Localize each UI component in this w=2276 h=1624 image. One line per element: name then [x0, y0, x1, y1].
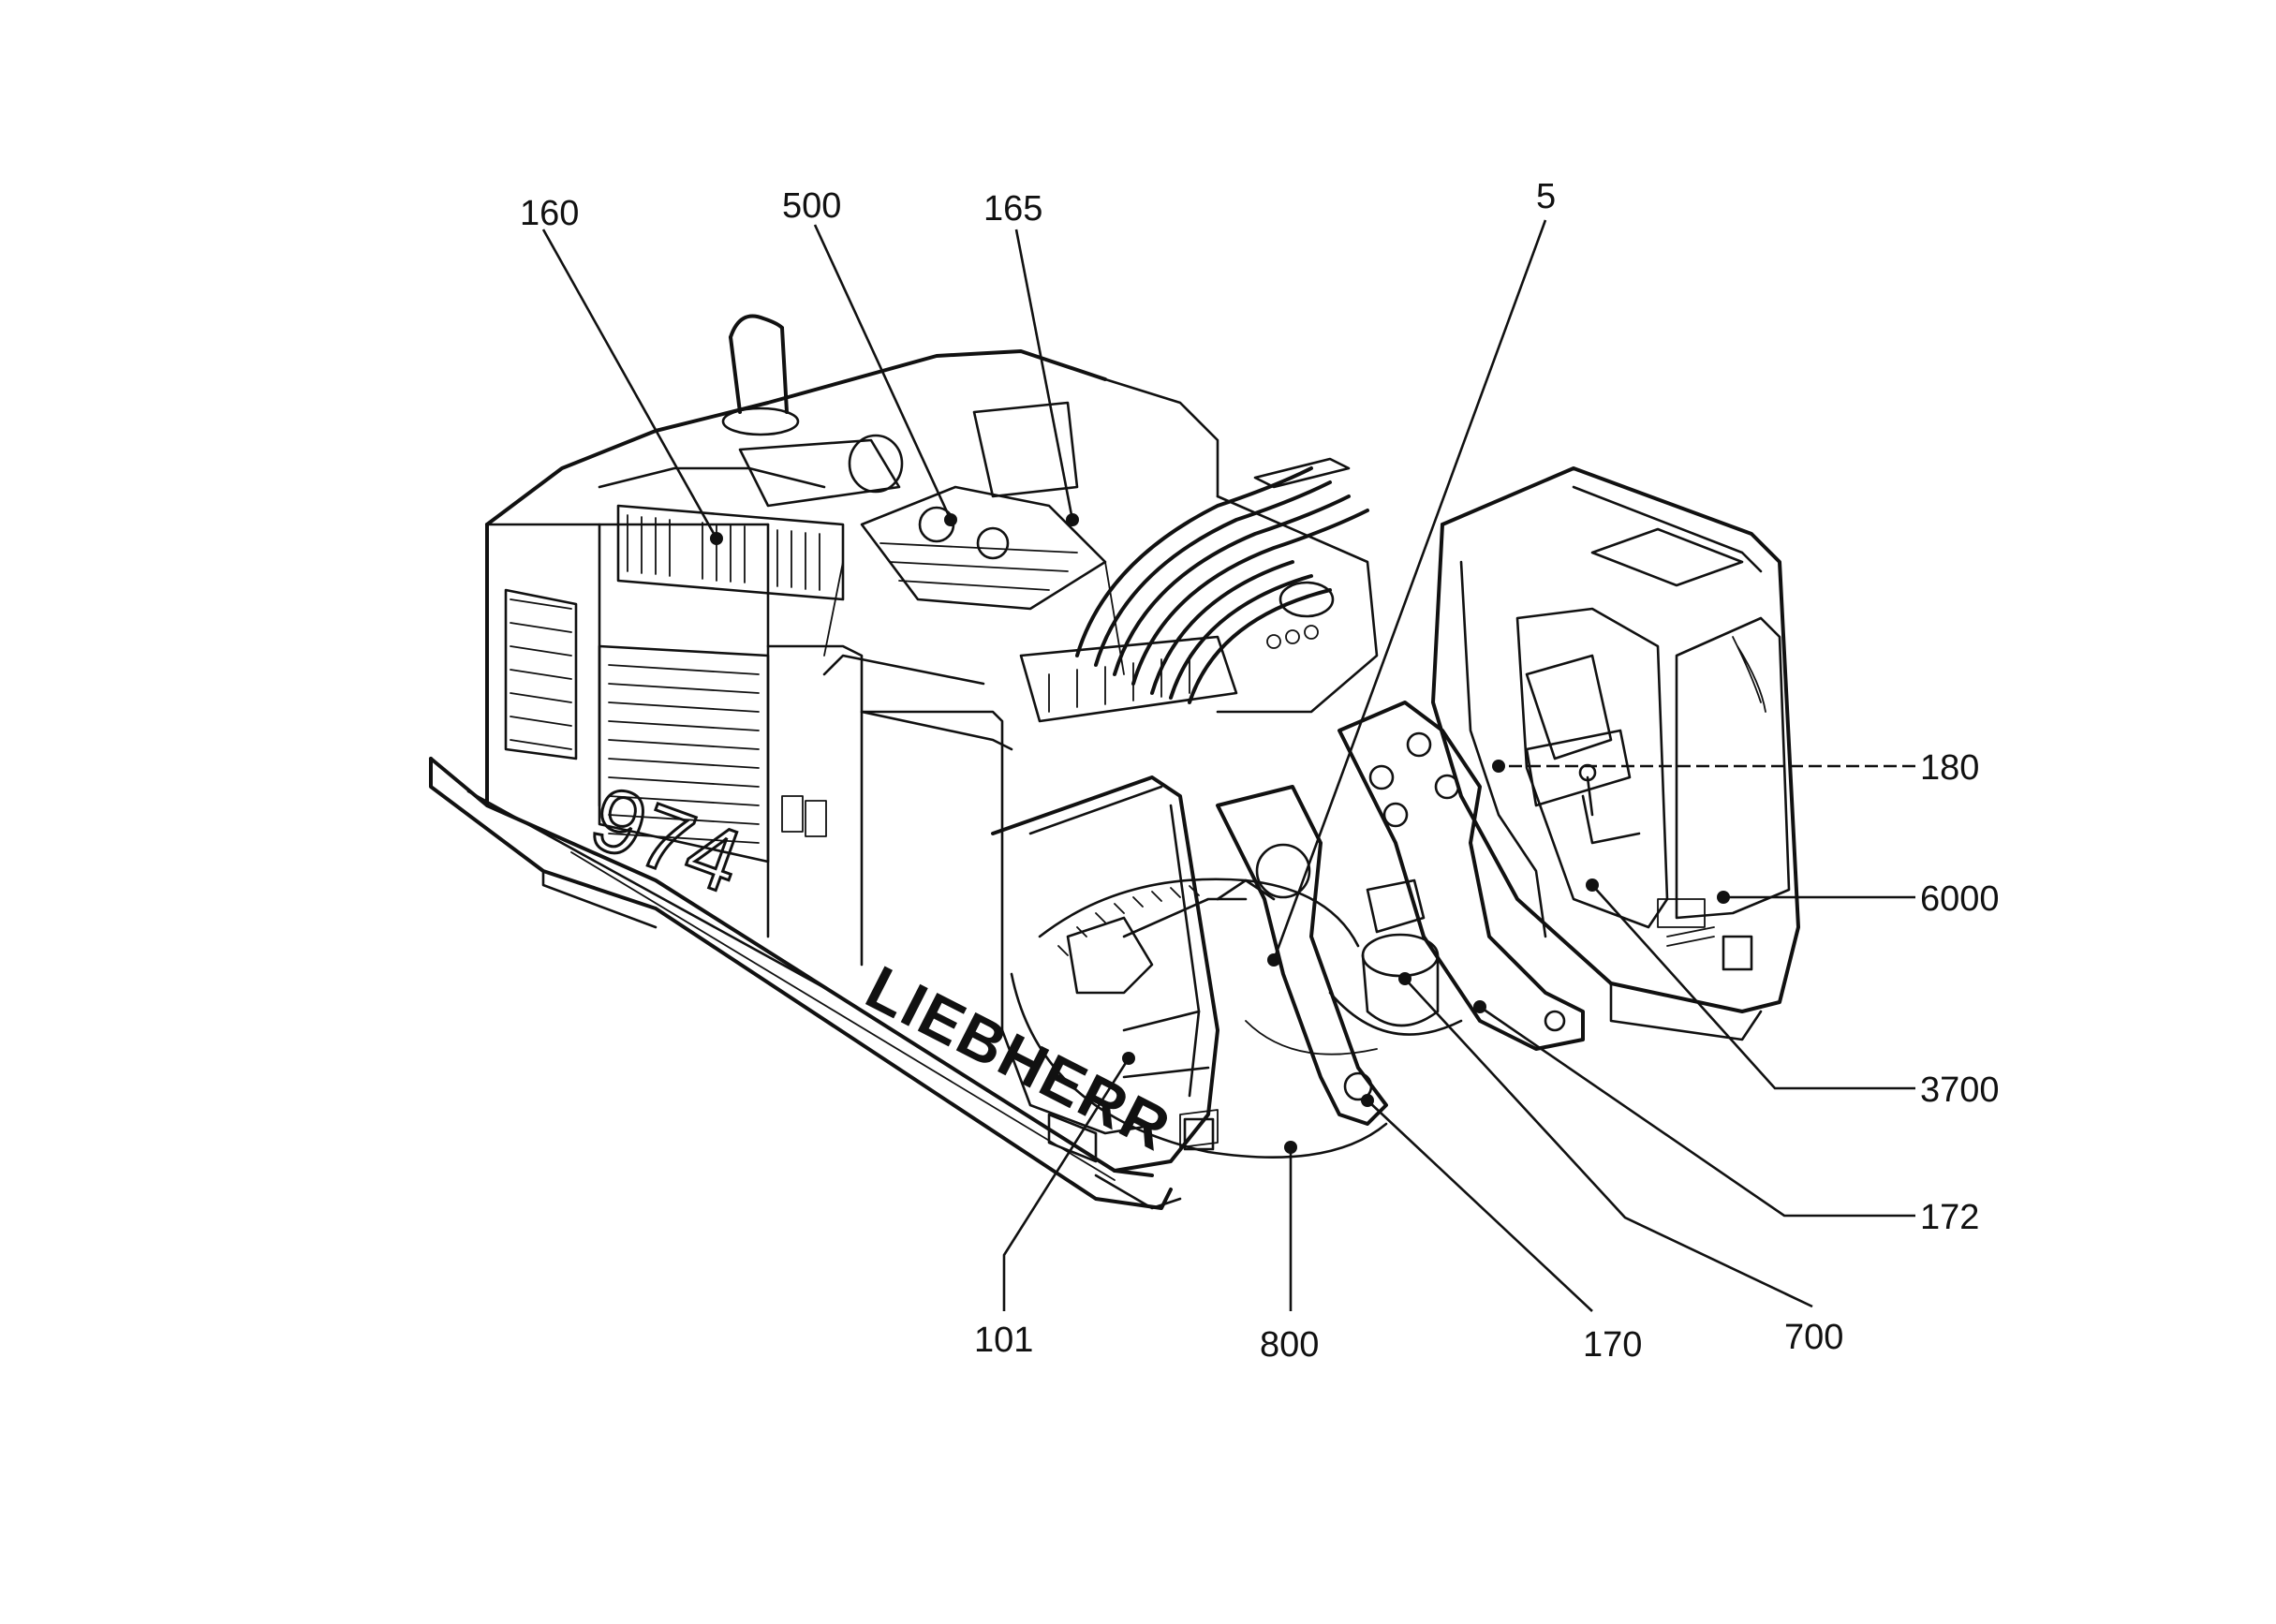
leader-170 — [1367, 1100, 1593, 1312]
anchor-165 — [1066, 513, 1079, 526]
anchor-700 — [1398, 972, 1411, 985]
anchor-160 — [710, 532, 723, 545]
front-frame — [991, 775, 1219, 1210]
callout-172: 172 — [1920, 1198, 1979, 1237]
leader-3700 — [1591, 884, 1915, 1090]
anchor-500 — [944, 513, 957, 526]
side-panel — [781, 654, 1013, 837]
top-louvres — [598, 466, 845, 601]
machine-illustration: LIEBHERR 974 — [429, 314, 1800, 1210]
callout-800: 800 — [1260, 1325, 1319, 1365]
anchor-170 — [1361, 1094, 1374, 1107]
callout-101: 101 — [974, 1321, 1033, 1360]
leader-165 — [1014, 229, 1074, 521]
anchor-5 — [1267, 953, 1280, 967]
radiator-grill — [598, 644, 770, 864]
operator-cab — [1431, 466, 1800, 1041]
anchor-3700 — [1586, 878, 1599, 892]
engine-housing — [429, 314, 1379, 1210]
callout-700: 700 — [1784, 1318, 1843, 1357]
engine-block — [823, 401, 1125, 675]
leader-5 — [1272, 219, 1547, 961]
anchor-800 — [1284, 1141, 1297, 1154]
callout-160: 160 — [520, 194, 579, 233]
anchor-6000 — [1717, 891, 1730, 904]
hydraulic-hose-bundle — [1075, 457, 1369, 704]
callout-500: 500 — [782, 186, 841, 226]
swing-drive — [1328, 878, 1463, 1036]
callout-180: 180 — [1920, 748, 1979, 788]
exhaust-pipe — [721, 314, 904, 508]
callout-170: 170 — [1583, 1325, 1642, 1365]
callout-5: 5 — [1536, 177, 1556, 216]
leader-lines — [541, 219, 1915, 1312]
leader-172 — [1479, 1005, 1915, 1218]
leader-700 — [1404, 978, 1813, 1308]
leader-160 — [541, 229, 718, 539]
callout-labels: 160 500 165 5 180 6000 3700 172 700 170 … — [520, 177, 2000, 1365]
callout-3700: 3700 — [1920, 1070, 2000, 1110]
anchor-101 — [1122, 1052, 1135, 1065]
front-step — [1000, 1028, 1219, 1163]
side-louvres — [504, 588, 578, 760]
callout-165: 165 — [983, 189, 1042, 229]
leader-500 — [813, 224, 953, 521]
callout-6000: 6000 — [1920, 879, 2000, 919]
anchor-172 — [1473, 1000, 1486, 1013]
hydraulic-tank — [1103, 377, 1379, 714]
control-valve-block — [1019, 635, 1238, 723]
leader-101 — [1002, 1057, 1131, 1311]
anchor-180 — [1492, 760, 1505, 773]
